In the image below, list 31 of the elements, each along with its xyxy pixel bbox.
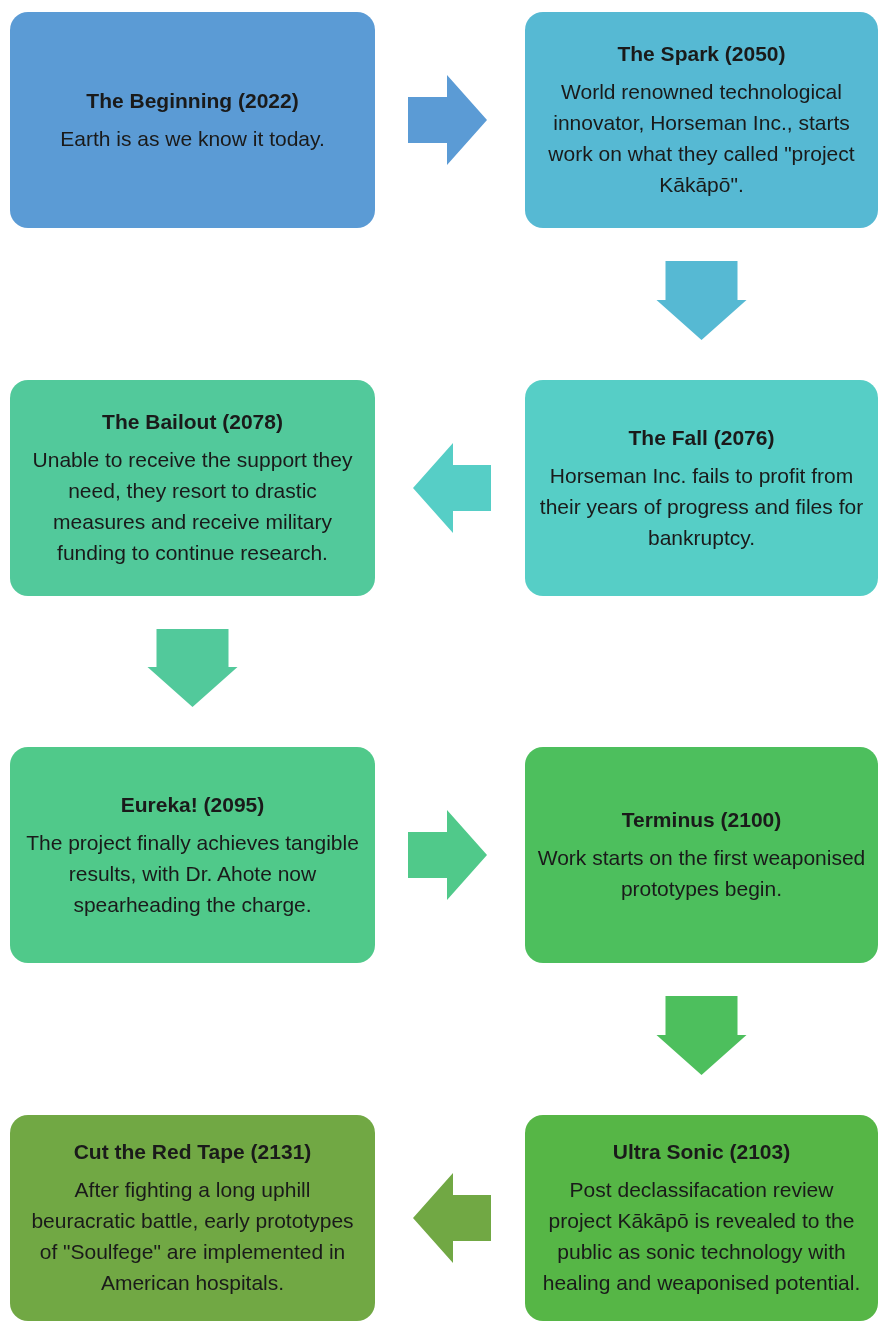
card-description: Unable to receive the support they need, they resort to drastic measures and receive military funding to continue research. [31, 447, 354, 566]
block-arrow [408, 810, 487, 900]
card-title: Terminus (2100) [621, 807, 782, 833]
block-arrow [413, 1173, 491, 1263]
card-title: Ultra Sonic (2103) [612, 1139, 791, 1165]
timeline-card [10, 1115, 375, 1321]
card-title: The Spark (2050) [617, 41, 786, 67]
timeline-card [10, 747, 375, 963]
card-title: Cut the Red Tape (2131) [73, 1139, 312, 1165]
timeline-card [525, 12, 878, 228]
timeline-card [525, 380, 878, 596]
card-title: The Beginning (2022) [86, 87, 299, 114]
card-description: Horseman Inc. fails to profit from their years of progress and files for bankruptcy. [538, 462, 865, 551]
card-description: After fighting a long uphill beuracratic battle, early prototypes of "Soulfege" are implemented in American hospitals. [30, 1177, 355, 1296]
card-title: The Bailout (2078) [102, 409, 283, 435]
card-description: Earth is as we know it today. [60, 125, 325, 152]
card-title: Eureka! (2095) [120, 791, 265, 818]
card-description: The project finally achieves tangible results, with Dr. Ahote now spearheading the charge. [25, 829, 360, 918]
block-arrow [413, 443, 491, 533]
timeline-card [525, 747, 878, 963]
block-arrow [147, 629, 238, 707]
card-description: World renowned technological innovator, Horseman Inc., starts work on what they called "project Kākāpō". [547, 79, 856, 198]
card-description: Post declassifacation review project Kākāpō is revealed to the public as sonic technology with healing and weaponised potential. [541, 1177, 862, 1296]
block-arrow [656, 996, 747, 1075]
block-arrow [408, 75, 487, 165]
timeline-card [525, 1115, 878, 1321]
block-arrow [656, 261, 747, 340]
timeline-card [10, 380, 375, 596]
timeline-card [10, 12, 375, 228]
card-description: Work starts on the first weaponised prototypes begin. [537, 845, 866, 902]
card-title: The Fall (2076) [628, 424, 775, 451]
